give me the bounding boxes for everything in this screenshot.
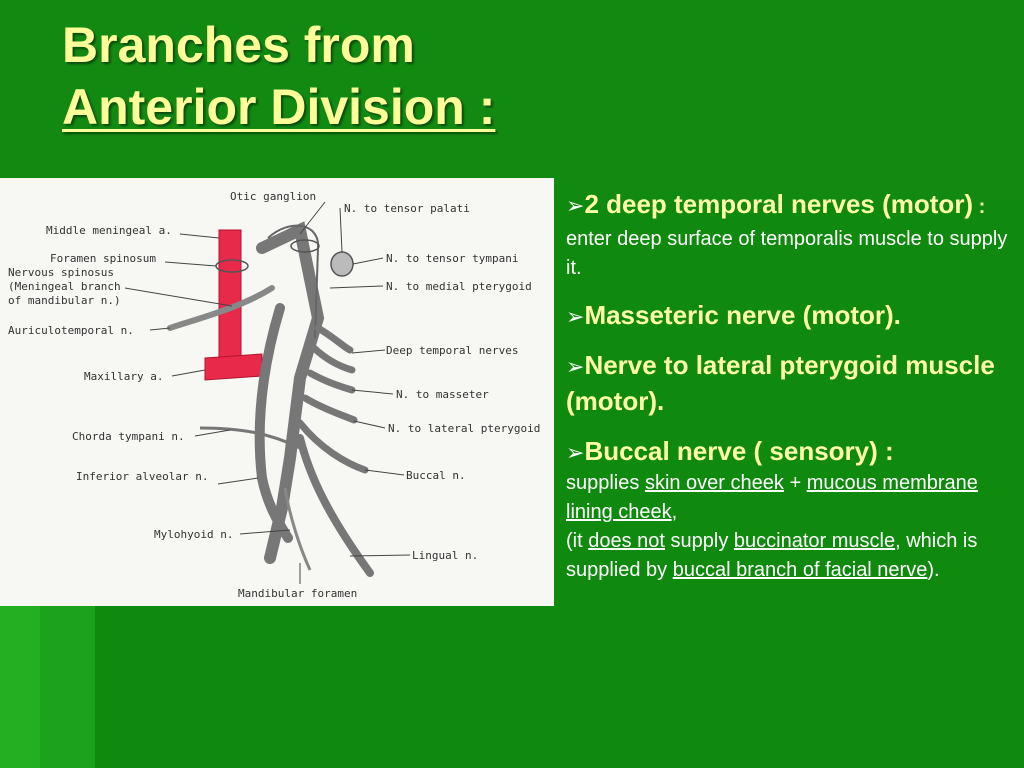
label-inferior-alveolar: Inferior alveolar n. xyxy=(76,470,208,483)
text-it: (it xyxy=(566,530,589,552)
title-line-2: Anterior Division : xyxy=(62,79,496,135)
mandibular-nerve-trunk xyxy=(256,221,325,564)
term-does-not: does not xyxy=(588,530,665,552)
text-plus: + xyxy=(783,472,807,494)
bullet-heading: Nerve to lateral pterygoid muscle (motor… xyxy=(566,350,995,416)
text-comma: , xyxy=(671,501,678,523)
slide-title: Branches from Anterior Division : xyxy=(62,14,495,138)
label-middle-meningeal: Middle meningeal a. xyxy=(46,224,172,237)
deep-temporal-branch-1 xyxy=(314,324,354,354)
term-buccinator-muscle: buccinator muscle xyxy=(733,530,896,552)
label-n-lateral-pterygoid: N. to lateral pterygoid xyxy=(388,422,540,435)
label-maxillary: Maxillary a. xyxy=(84,370,163,383)
bullet-deep-temporal: ➢2 deep temporal nerves (motor) : enter … xyxy=(566,186,1014,283)
background-strip-light xyxy=(0,604,40,768)
term-buccal-branch-facial: buccal branch of facial nerve xyxy=(672,559,928,581)
label-lingual: Lingual n. xyxy=(412,549,478,562)
label-nervous-spinosus-1: Nervous spinosus xyxy=(8,266,114,279)
background-strip-mid xyxy=(40,604,95,768)
maxillary-artery xyxy=(204,353,263,381)
tensor-palati-ring xyxy=(290,239,320,253)
term-skin-over-cheek: skin over cheek xyxy=(644,472,784,494)
arrow-bullet-icon: ➢ xyxy=(566,304,585,329)
buccal-branch xyxy=(296,419,369,474)
arrow-bullet-icon: ➢ xyxy=(566,193,585,218)
auriculotemporal-branch xyxy=(167,285,275,331)
bullet-colon: : xyxy=(973,196,986,218)
diagram-svg: Otic ganglion N. to tensor palati Middle… xyxy=(8,190,540,600)
masseteric-branch xyxy=(306,369,356,394)
label-n-tensor-palati: N. to tensor palati xyxy=(344,202,470,215)
label-nervous-spinosus-3: of mandibular n.) xyxy=(8,294,121,307)
trunk-outline xyxy=(267,224,320,339)
label-mandibular-foramen: Mandibular foramen xyxy=(238,587,357,600)
bullet-masseteric: ➢Masseteric nerve (motor). xyxy=(566,297,1014,333)
label-deep-temporal: Deep temporal nerves xyxy=(386,344,518,357)
label-n-masseter: N. to masseter xyxy=(396,388,489,401)
mandibular-nerve-diagram: Otic ganglion N. to tensor palati Middle… xyxy=(0,178,554,606)
inferior-alveolar-branch xyxy=(254,303,293,543)
background-top xyxy=(0,0,1024,202)
bullet-heading: Masseteric nerve (motor). xyxy=(584,300,901,330)
arrow-bullet-icon: ➢ xyxy=(566,354,585,379)
label-mylohyoid: Mylohyoid n. xyxy=(154,528,233,541)
label-chorda-tympani: Chorda tympani n. xyxy=(72,430,185,443)
mylohyoid-branch xyxy=(283,487,312,571)
label-buccal: Buccal n. xyxy=(406,469,466,482)
bullet-buccal: ➢Buccal nerve ( sensory) : supplies skin… xyxy=(566,433,1014,585)
bullet-list: ➢2 deep temporal nerves (motor) : enter … xyxy=(566,186,1014,599)
chorda-tympani-branch xyxy=(199,426,301,450)
text-close: ). xyxy=(927,559,940,581)
bullet-lateral-pterygoid: ➢Nerve to lateral pterygoid muscle (moto… xyxy=(566,347,1014,419)
label-auriculotemporal: Auriculotemporal n. xyxy=(8,324,134,337)
bullet-heading: 2 deep temporal nerves (motor) xyxy=(584,189,974,219)
label-n-medial-pterygoid: N. to medial pterygoid xyxy=(386,280,532,293)
leader-lines xyxy=(124,201,411,584)
label-n-tensor-tympani: N. to tensor tympani xyxy=(386,252,518,265)
deep-temporal-branch-2 xyxy=(310,344,356,374)
label-otic-ganglion: Otic ganglion xyxy=(230,190,316,203)
bullet-body: supplies skin over cheek + mucous membra… xyxy=(566,469,1014,585)
lateral-pterygoid-branch xyxy=(301,394,358,424)
text-supplies: supplies xyxy=(566,472,645,494)
text-supply: supply xyxy=(664,530,734,552)
label-foramen-spinosum: Foramen spinosum xyxy=(50,252,156,265)
otic-ganglion-shape xyxy=(330,251,354,277)
title-line-1: Branches from xyxy=(62,17,415,73)
term-mucous-membrane: mucous membrane lining cheek xyxy=(566,472,978,523)
text-which-is-supplied: , which is supplied by xyxy=(566,530,978,581)
arrow-bullet-icon: ➢ xyxy=(566,440,585,465)
middle-meningeal-artery xyxy=(218,229,242,371)
bullet-body: enter deep surface of temporalis muscle … xyxy=(566,228,1008,279)
lingual-branch xyxy=(296,434,374,577)
bullet-heading: Buccal nerve ( sensory) : xyxy=(584,436,894,466)
label-nervous-spinosus-2: (Meningeal branch xyxy=(8,280,121,293)
